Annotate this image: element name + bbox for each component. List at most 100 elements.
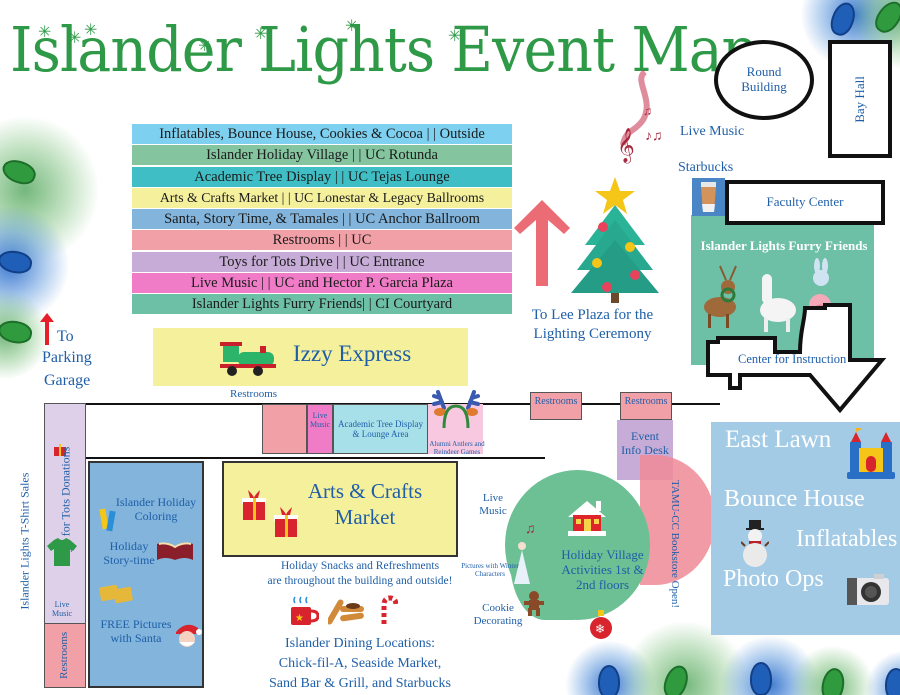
restrooms-right-1[interactable]: Restrooms	[530, 392, 582, 420]
dining-line3: Sand Bar & Grill, and Starbucks	[269, 676, 451, 691]
academic-tree-label: Academic Tree Display & Lounge Area	[338, 418, 423, 439]
parking-line2: Garage	[44, 372, 91, 389]
pictures-winter-label: Pictures with Winter Characters	[461, 562, 519, 579]
candy-cane-icon	[378, 595, 399, 629]
tshirt-sales-label: Islander Lights T-Shirt Sales	[17, 473, 32, 610]
inflatables-label: Inflatables	[796, 526, 898, 552]
svg-text:★: ★	[295, 613, 304, 624]
snacks-line2: are throughout the building and outside!	[267, 575, 453, 587]
blue-bulb-icon	[885, 668, 900, 695]
restrooms-right-2-label: Restrooms	[624, 396, 668, 407]
sparkle-icon: ✳	[84, 22, 98, 39]
coloring-label: Islander Holiday Coloring	[115, 495, 197, 523]
train-icon	[218, 338, 278, 378]
legend-row-outside: Inflatables, Bounce House, Cookies & Coc…	[132, 124, 512, 144]
alumni-antlers-label: Alumni Antlers and Reindeer Games	[429, 440, 485, 457]
music-notes-icon: 𝄞 ♪♫ ♫	[615, 69, 670, 165]
svg-text:𝄞: 𝄞	[617, 128, 635, 164]
izzy-express-banner[interactable]: Izzy Express	[153, 328, 468, 386]
up-arrow-icon	[512, 198, 572, 288]
sparkle-icon: ✳	[254, 26, 268, 43]
photo-ops-label: Photo Ops	[723, 566, 824, 592]
event-info-label: Event Info Desk	[621, 429, 669, 457]
east-lawn[interactable]: East Lawn Bounce House Inflatables Photo…	[711, 422, 900, 635]
santa-icon	[172, 620, 202, 650]
cookie-decorating-label: Cookie Decorating	[473, 602, 523, 627]
tshirt-icon	[46, 538, 78, 566]
cocoa-mug-icon: ★	[289, 595, 320, 627]
llama-icon	[756, 268, 796, 334]
restrooms-right-2[interactable]: Restrooms	[620, 392, 672, 420]
parking-to: To	[57, 328, 74, 345]
starbucks-cup-icon	[692, 178, 725, 216]
bay-hall[interactable]: Bay Hall	[828, 40, 892, 158]
blue-bulb-icon	[750, 662, 772, 695]
restrooms-left-label: Restrooms	[58, 631, 71, 680]
live-music-room[interactable]: Live Music	[307, 404, 333, 454]
reindeer-antlers-icon	[430, 388, 482, 430]
svg-text:❄: ❄	[595, 622, 605, 636]
lee-plaza-direction: To Lee Plaza for the Lighting Ceremony	[531, 307, 654, 342]
sparkle-icon: ✳	[448, 28, 462, 45]
legend-row-furry-friends: Islander Lights Furry Friends| | CI Cour…	[132, 294, 512, 315]
gift-icon	[52, 443, 68, 456]
bay-hall-label: Bay Hall	[851, 75, 867, 123]
legend-row-holiday-village: Islander Holiday Village | | UC Rotunda	[132, 145, 512, 166]
snacks-line1: Holiday Snacks and Refreshments	[280, 560, 440, 572]
gift-icon	[240, 488, 268, 520]
round-building[interactable]: Round Building	[714, 40, 814, 120]
restrooms-left[interactable]: Restrooms	[44, 623, 86, 688]
sparkle-icon: ✳	[68, 30, 82, 47]
story-time-label: Holiday Story-time	[103, 539, 155, 567]
bounce-house-label: Bounce House	[724, 486, 865, 512]
crayons-icon	[98, 505, 118, 533]
gift-icon	[272, 505, 300, 537]
dining-line1: Islander Dining Locations:	[284, 636, 436, 651]
wall	[85, 457, 545, 459]
svg-text:♪♫: ♪♫	[645, 129, 663, 144]
legend-row-santa: Santa, Story Time, & Tamales | | UC Anch…	[132, 209, 512, 230]
anchor-ballroom[interactable]	[88, 461, 204, 688]
arts-crafts-label: Arts & Crafts Market	[307, 479, 423, 530]
faculty-center[interactable]: Faculty Center	[725, 180, 885, 225]
east-lawn-title: East Lawn	[725, 426, 832, 453]
tamales-icon	[98, 582, 136, 604]
gingerbread-icon	[523, 590, 545, 616]
bunny-icon	[810, 258, 832, 288]
music-notes-icon: ♫	[525, 522, 536, 537]
blue-bulb-icon	[598, 665, 620, 695]
sparkle-icon: ✳	[38, 24, 52, 41]
live-music-label: Live Music	[680, 124, 745, 139]
camera-icon	[846, 572, 890, 606]
santa-label: FREE Pictures with Santa	[100, 617, 172, 645]
up-arrow-red-icon	[40, 313, 54, 345]
live-music-small-label: Live Music	[310, 411, 330, 430]
holiday-village-label: Holiday Village Activities 1st & 2nd flo…	[561, 547, 644, 592]
snowman-icon	[740, 520, 770, 568]
parking-line1: Parking	[42, 349, 92, 366]
izzy-express-label: Izzy Express	[293, 341, 412, 366]
legend-row-academic-tree: Academic Tree Display | | UC Tejas Loung…	[132, 166, 512, 187]
restrooms-top-left[interactable]	[262, 404, 307, 454]
furry-friends-label: Islander Lights Furry Friends	[700, 238, 868, 253]
ornament-icon: ❄	[588, 608, 614, 640]
restrooms-right-1-label: Restrooms	[534, 396, 578, 407]
legend: Inflatables, Bounce House, Cookies & Coc…	[132, 124, 512, 316]
academic-tree-lounge[interactable]: Academic Tree Display & Lounge Area	[333, 404, 428, 454]
bounce-castle-icon	[847, 426, 895, 480]
page-title: Islander Lights Event Map	[10, 13, 758, 86]
svg-text:♫: ♫	[643, 104, 652, 118]
legend-row-restrooms: Restrooms | | UC	[132, 230, 512, 251]
christmas-tree-icon	[565, 175, 665, 305]
starbucks-label: Starbucks	[678, 160, 734, 175]
center-for-instruction[interactable]	[700, 300, 890, 420]
house-icon	[566, 497, 608, 537]
sparkle-icon: ✳	[198, 38, 212, 55]
live-music-rotunda-label: Live Music	[479, 492, 507, 517]
legend-row-toys-for-tots: Toys for Tots Drive | | UC Entrance	[132, 251, 512, 272]
round-building-label: Round Building	[741, 64, 787, 94]
restrooms-top-label: Restrooms	[230, 388, 278, 400]
legend-row-live-music: Live Music | | UC and Hector P. Garcia P…	[132, 273, 512, 294]
legend-row-arts-crafts: Arts & Crafts Market | | UC Lonestar & L…	[132, 187, 512, 208]
winter-character-icon	[512, 540, 532, 584]
